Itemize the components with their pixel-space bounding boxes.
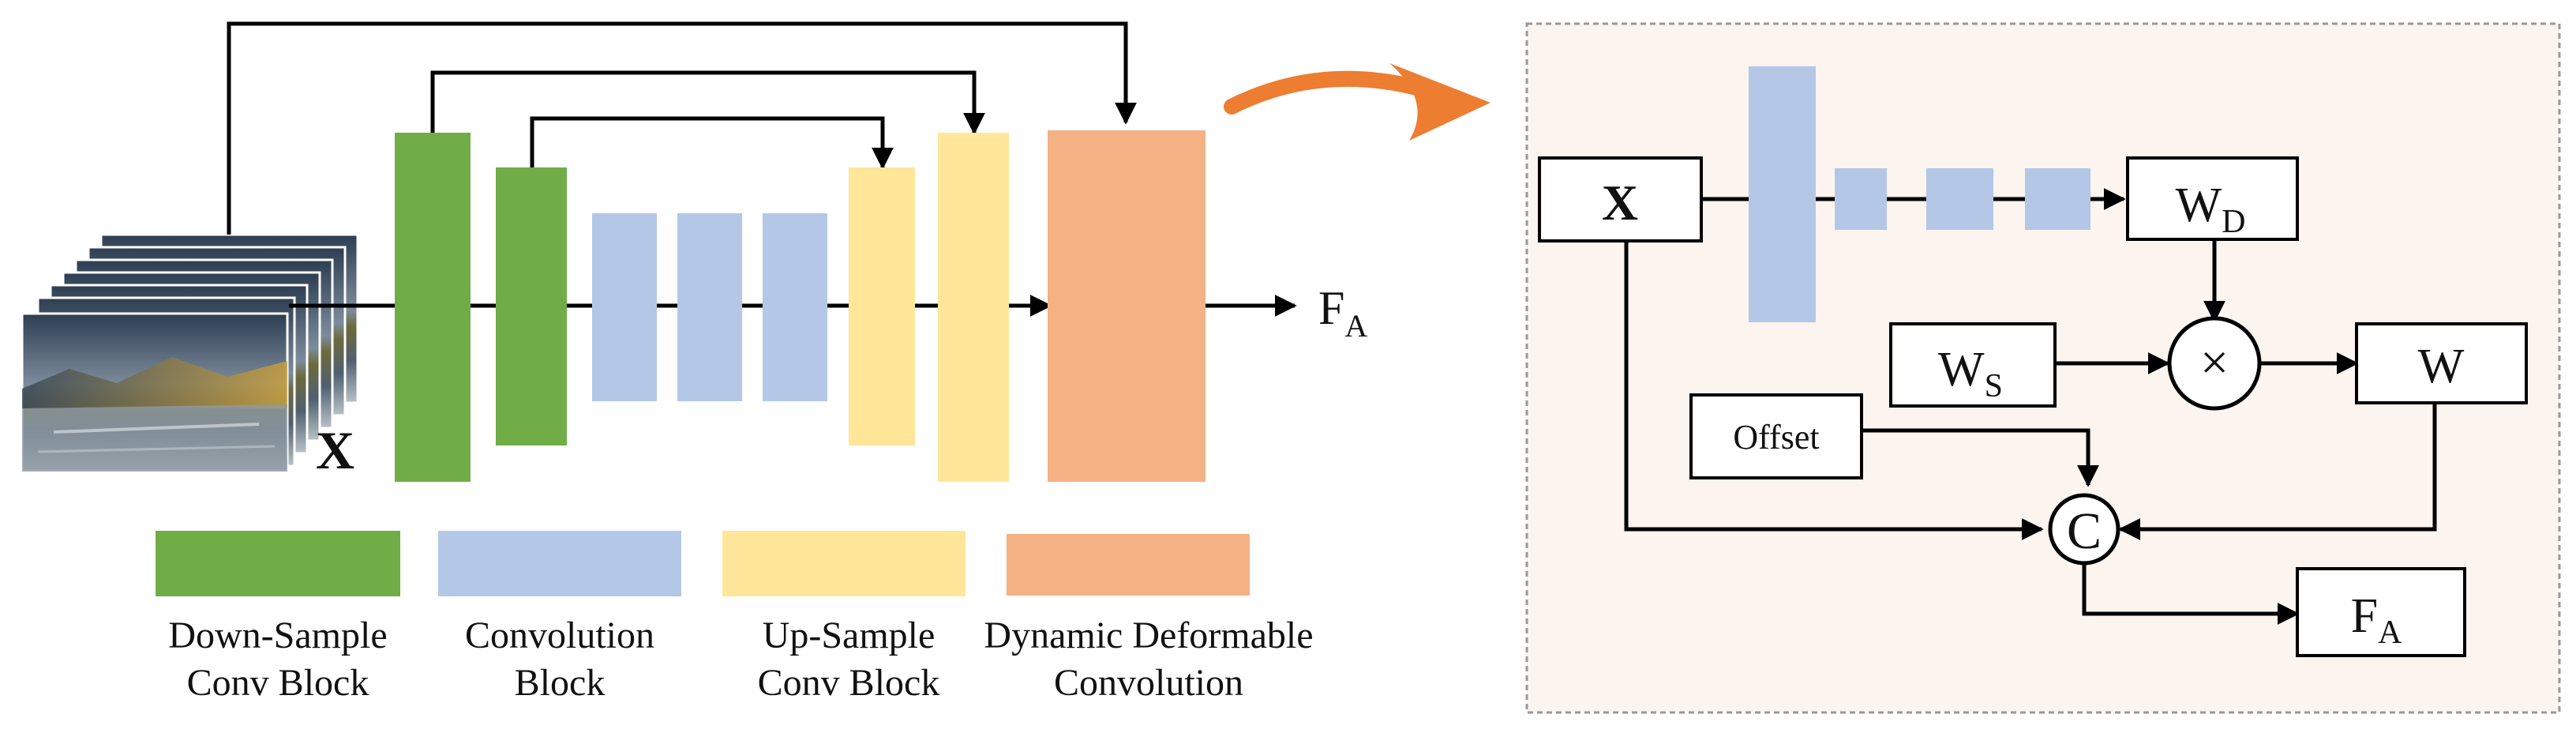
concat-symbol: C bbox=[2067, 502, 2102, 560]
input-x-label: X bbox=[316, 420, 354, 480]
multiply-symbol: × bbox=[2200, 334, 2229, 390]
panel-x-label: X bbox=[1602, 175, 1638, 231]
ws-label: WS bbox=[1938, 343, 2003, 404]
panel-convolution-bar-3 bbox=[2025, 168, 2090, 230]
legend-label-dynamic-deformable-line2: Convolution bbox=[1054, 662, 1243, 704]
legend-label-down-sample-line2: Conv Block bbox=[187, 662, 369, 704]
w-label: W bbox=[2418, 340, 2465, 393]
fa-box bbox=[2296, 567, 2466, 657]
panel-convolution-bar-tall bbox=[1749, 66, 1816, 322]
detail-panel: X WD WS × W Offset C FA bbox=[1525, 22, 2561, 714]
skip-connection-middle bbox=[430, 70, 985, 135]
convolution-block-3 bbox=[763, 213, 827, 401]
ws-box bbox=[1889, 322, 2057, 408]
down-sample-block-2 bbox=[496, 167, 567, 445]
dynamic-deformable-block bbox=[1048, 130, 1206, 482]
legend-swatch-down-sample bbox=[156, 531, 400, 596]
legend: Down-Sample Conv Block Convolution Block… bbox=[156, 531, 1314, 704]
landscape-photo-stack-icon bbox=[21, 233, 359, 473]
panel-x-box bbox=[1538, 156, 1703, 242]
legend-swatch-up-sample bbox=[722, 531, 966, 596]
legend-label-up-sample-line2: Conv Block bbox=[758, 662, 940, 704]
offset-box bbox=[1689, 393, 1863, 479]
w-box bbox=[2355, 322, 2528, 404]
legend-label-down-sample-line1: Down-Sample bbox=[168, 615, 387, 656]
legend-label-dynamic-deformable-line1: Dynamic Deformable bbox=[984, 615, 1313, 656]
up-sample-block-1 bbox=[849, 167, 915, 445]
output-fa-label: FA bbox=[1318, 282, 1367, 344]
panel-convolution-bar-1 bbox=[1835, 168, 1887, 230]
legend-label-convolution-line1: Convolution bbox=[465, 615, 654, 656]
panel-connectors bbox=[1624, 188, 2437, 625]
input-image-stack: X bbox=[21, 233, 359, 480]
down-sample-block-1 bbox=[395, 133, 471, 482]
network-blocks bbox=[395, 130, 1206, 482]
legend-swatch-dynamic-deformable bbox=[1007, 534, 1250, 596]
legend-swatch-convolution bbox=[438, 531, 681, 596]
wd-label: WD bbox=[2176, 179, 2246, 240]
panel-convolution-bar-2 bbox=[1926, 168, 1993, 230]
skip-connection-inner bbox=[530, 116, 894, 170]
skip-connection-outer bbox=[227, 21, 1137, 235]
concat-node bbox=[2048, 493, 2120, 566]
legend-label-up-sample-line1: Up-Sample bbox=[763, 615, 936, 656]
legend-label-convolution-line2: Block bbox=[515, 662, 606, 704]
convolution-block-2 bbox=[677, 213, 742, 401]
convolution-block-1 bbox=[592, 213, 657, 401]
wd-box bbox=[2126, 156, 2299, 241]
skip-connections bbox=[227, 21, 1137, 235]
multiply-node bbox=[2167, 316, 2262, 411]
up-sample-block-2 bbox=[938, 133, 1009, 482]
curved-arrow-icon bbox=[1224, 63, 1490, 141]
fa-label: FA bbox=[2351, 589, 2402, 651]
offset-label: Offset bbox=[1733, 418, 1819, 457]
